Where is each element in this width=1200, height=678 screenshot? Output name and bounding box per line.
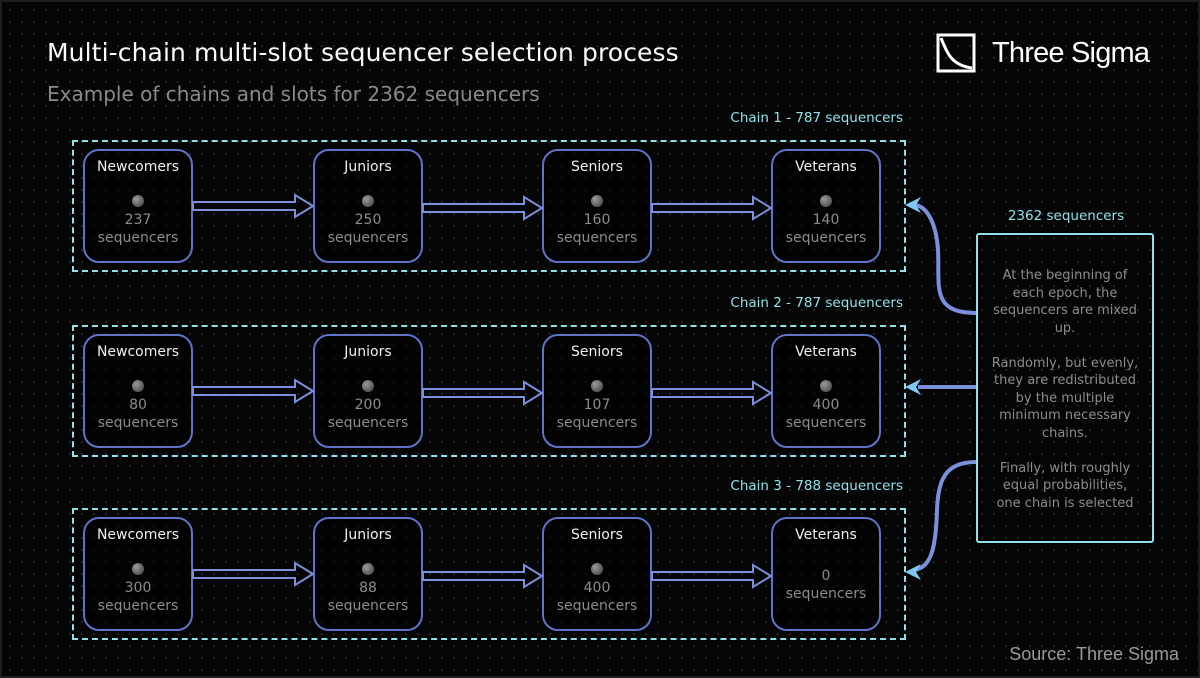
tier-count-unit: sequencers <box>556 230 638 246</box>
sequencer-dot-icon <box>591 380 603 392</box>
info-title: 2362 sequencers <box>1007 208 1125 224</box>
tier-node-veterans: Veterans 140 sequencers <box>771 149 881 263</box>
tier-count: 237 sequencers <box>85 211 191 247</box>
sequencer-dot-icon <box>820 380 832 392</box>
tier-name: Veterans <box>795 344 857 360</box>
tier-node-seniors: Seniors 400 sequencers <box>542 517 652 631</box>
tier-name: Veterans <box>795 159 857 175</box>
tier-count-value: 400 <box>583 580 611 596</box>
chain-label: Chain 1 - 787 sequencers <box>730 110 903 126</box>
tier-name: Newcomers <box>96 344 180 360</box>
tier-count-unit: sequencers <box>556 415 638 431</box>
arrowhead-icon <box>905 564 921 580</box>
tier-node-newcomers: Newcomers 300 sequencers <box>83 517 193 631</box>
tier-count: 400 sequencers <box>544 579 650 615</box>
sequencer-dot-icon <box>362 195 374 207</box>
distribution-arrow-chain-1 <box>913 203 977 315</box>
tier-count-value: 160 <box>583 212 611 228</box>
tier-name: Newcomers <box>96 159 180 175</box>
sequencer-dot-icon <box>132 195 144 207</box>
page-subtitle: Example of chains and slots for 2362 seq… <box>47 82 540 106</box>
tier-name: Newcomers <box>96 527 180 543</box>
tier-count-unit: sequencers <box>97 415 179 431</box>
tier-count-unit: sequencers <box>327 598 409 614</box>
tier-name: Seniors <box>571 344 623 360</box>
tier-name: Seniors <box>571 527 623 543</box>
tier-count-value: 107 <box>583 397 611 413</box>
tier-count: 140 sequencers <box>773 211 879 247</box>
tier-count: 400 sequencers <box>773 396 879 432</box>
tier-count: 160 sequencers <box>544 211 650 247</box>
tier-count: 300 sequencers <box>85 579 191 615</box>
tier-node-juniors: Juniors 88 sequencers <box>313 517 423 631</box>
tier-count-unit: sequencers <box>97 598 179 614</box>
tier-count-value: 400 <box>812 397 840 413</box>
sequencer-dot-icon <box>362 380 374 392</box>
tier-count-unit: sequencers <box>785 230 867 246</box>
tier-count: 80 sequencers <box>85 396 191 432</box>
tier-count: 107 sequencers <box>544 396 650 432</box>
tier-name: Veterans <box>795 527 857 543</box>
info-paragraph: At the beginning of each epoch, the sequ… <box>993 268 1137 336</box>
tier-count-unit: sequencers <box>785 415 867 431</box>
tier-node-juniors: Juniors 250 sequencers <box>313 149 423 263</box>
tier-count-unit: sequencers <box>327 415 409 431</box>
chain-label: Chain 2 - 787 sequencers <box>730 295 903 311</box>
tier-count-unit: sequencers <box>97 230 179 246</box>
tier-node-juniors: Juniors 200 sequencers <box>313 334 423 448</box>
tier-count: 200 sequencers <box>315 396 421 432</box>
info-paragraph: Randomly, but evenly, they are redistrib… <box>991 355 1139 441</box>
tier-count-value: 0 <box>821 568 831 584</box>
sequencer-dot-icon <box>820 195 832 207</box>
distribution-arrow-chain-3 <box>913 460 977 572</box>
tier-name: Juniors <box>344 344 392 360</box>
three-sigma-logo-icon <box>936 33 976 73</box>
sequencer-dot-icon <box>132 563 144 575</box>
tier-node-veterans: Veterans 0 sequencers <box>771 517 881 631</box>
tier-count-value: 80 <box>129 397 147 413</box>
sequencer-dot-icon <box>132 380 144 392</box>
tier-name: Seniors <box>571 159 623 175</box>
source-credit: Source: Three Sigma <box>1009 644 1179 664</box>
sequencer-dot-icon <box>362 563 374 575</box>
tier-name: Juniors <box>344 159 392 175</box>
info-paragraph: Finally, with roughly equal probabilitie… <box>996 460 1134 511</box>
tier-count-value: 300 <box>124 580 152 596</box>
tier-node-newcomers: Newcomers 80 sequencers <box>83 334 193 448</box>
page-title: Multi-chain multi-slot sequencer selecti… <box>47 38 679 67</box>
tier-count-unit: sequencers <box>327 230 409 246</box>
tier-count-unit: sequencers <box>785 586 867 602</box>
tier-node-veterans: Veterans 400 sequencers <box>771 334 881 448</box>
info-box: At the beginning of each epoch, the sequ… <box>976 233 1154 543</box>
brand-logo: Three Sigma <box>936 33 1150 73</box>
tier-node-newcomers: Newcomers 237 sequencers <box>83 149 193 263</box>
tier-name: Juniors <box>344 527 392 543</box>
arrowhead-icon <box>905 197 921 213</box>
tier-count-value: 200 <box>354 397 382 413</box>
tier-node-seniors: Seniors 160 sequencers <box>542 149 652 263</box>
brand-name: Three Sigma <box>992 36 1150 69</box>
sequencer-dot-icon <box>591 195 603 207</box>
tier-count-value: 250 <box>354 212 382 228</box>
tier-count-value: 140 <box>812 212 840 228</box>
sequencer-dot-icon <box>591 563 603 575</box>
arrowhead-icon <box>905 379 921 395</box>
tier-count-value: 237 <box>124 212 152 228</box>
tier-count: 250 sequencers <box>315 211 421 247</box>
tier-count: 88 sequencers <box>315 579 421 615</box>
chain-label: Chain 3 - 788 sequencers <box>730 478 903 494</box>
tier-count-value: 88 <box>359 580 377 596</box>
tier-count-unit: sequencers <box>556 598 638 614</box>
tier-count: 0 sequencers <box>773 567 879 603</box>
tier-node-seniors: Seniors 107 sequencers <box>542 334 652 448</box>
